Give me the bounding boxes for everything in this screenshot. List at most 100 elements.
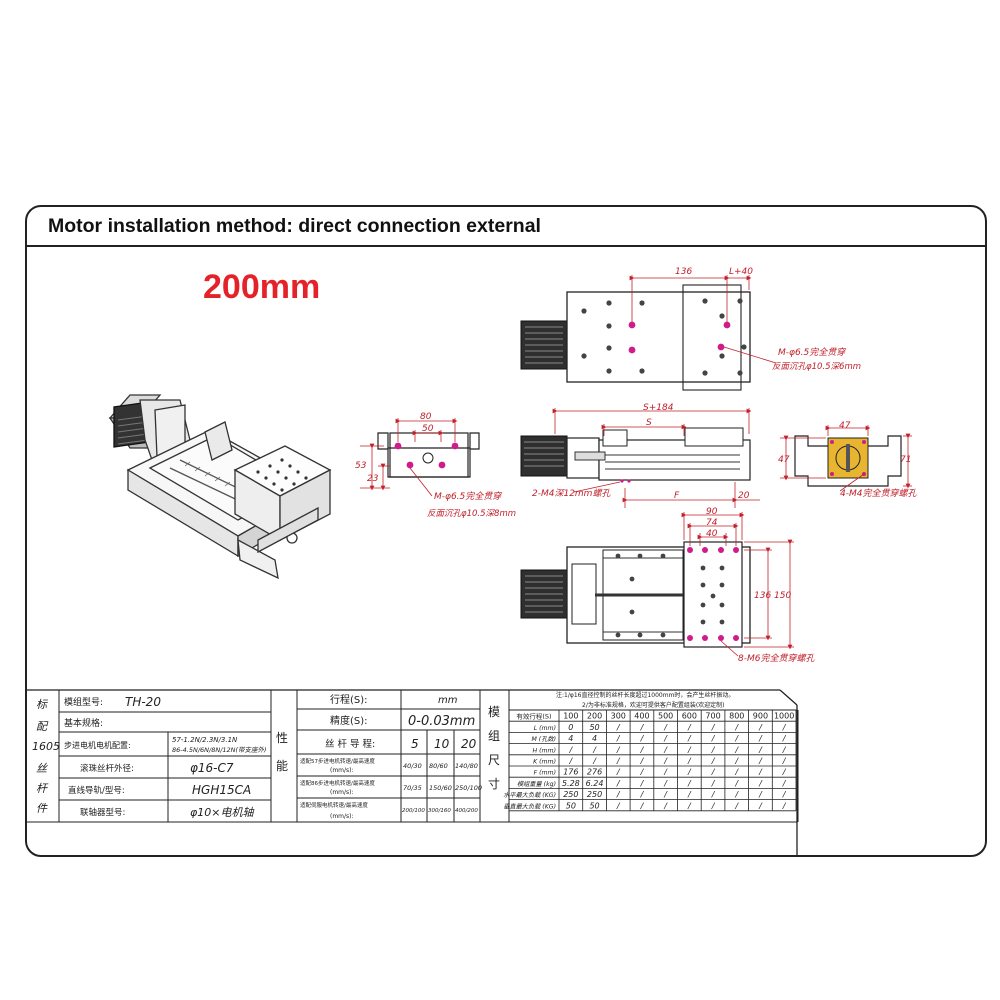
dimension-row-label: 模组重量 (kg) bbox=[517, 780, 556, 788]
dimension-cell: / bbox=[616, 745, 621, 754]
top-hole-note-2: 反面沉孔φ10.5深6mm bbox=[772, 361, 861, 372]
dimension-cell: / bbox=[734, 723, 739, 732]
top-hole-note-1: M-φ6.5完全贯穿 bbox=[778, 347, 846, 358]
svg-text:寸: 寸 bbox=[488, 777, 500, 791]
motor-side bbox=[520, 435, 568, 477]
dimension-cell: / bbox=[734, 790, 739, 799]
stroke-size-label: 200mm bbox=[203, 268, 321, 306]
dimension-cell: / bbox=[663, 790, 668, 799]
dimension-cell: / bbox=[568, 757, 573, 766]
svg-text:丝: 丝 bbox=[36, 762, 48, 775]
dimension-cell: / bbox=[687, 790, 692, 799]
performance-rows: 行程(S): mm 精度(S): 0-0.03mm 丝 杆 导 程: 5 10 … bbox=[300, 693, 482, 820]
slider-table-3d bbox=[233, 445, 332, 580]
dimension-cell: / bbox=[734, 801, 739, 810]
spec-value-motor-1: 57-1.2N/2.3N/3.1N bbox=[172, 736, 238, 744]
dimension-cell: / bbox=[711, 768, 716, 777]
dimension-cell: / bbox=[687, 745, 692, 754]
dimension-cell: / bbox=[734, 779, 739, 788]
dimension-row-label: L (mm) bbox=[534, 725, 556, 732]
svg-text:能: 能 bbox=[276, 759, 288, 773]
dimension-stroke-100: 100 bbox=[563, 712, 578, 721]
dim-150: 150 bbox=[774, 591, 791, 601]
dimension-cell: 4 bbox=[592, 734, 597, 743]
svg-text:1605: 1605 bbox=[32, 740, 60, 753]
dimension-stroke-900: 900 bbox=[753, 712, 768, 721]
dimension-stroke-400: 400 bbox=[634, 712, 649, 721]
dimension-row-label: H (mm) bbox=[532, 747, 556, 754]
spec-value-model: TH-20 bbox=[125, 695, 161, 709]
dimension-cell: / bbox=[640, 790, 645, 799]
dimension-cell: / bbox=[616, 790, 621, 799]
dimension-cell: / bbox=[758, 779, 763, 788]
perf-speed-57-v2: 80/60 bbox=[429, 762, 448, 770]
spec-label-motor: 步进电机电机配置: bbox=[64, 740, 131, 750]
dim-136-top: 136 bbox=[675, 267, 692, 277]
dimension-cell: / bbox=[640, 723, 645, 732]
dimension-cell: 6.24 bbox=[586, 779, 604, 788]
dimension-cell: 250 bbox=[563, 790, 578, 799]
dim-80: 80 bbox=[420, 412, 432, 422]
side-hole-note: 2-M4深12mm螺孔 bbox=[532, 488, 611, 499]
frame-title: Motor installation method: direct connec… bbox=[48, 215, 541, 237]
perf-speed-86-v1: 70/35 bbox=[403, 784, 422, 792]
perf-accuracy-value: 0-0.03mm bbox=[408, 714, 475, 729]
perf-lead-label: 丝 杆 导 程: bbox=[325, 738, 375, 750]
dimension-cell: / bbox=[640, 801, 645, 810]
frame-header: Motor installation method: direct connec… bbox=[27, 207, 985, 247]
dimension-cell: / bbox=[592, 757, 597, 766]
dimension-cell: / bbox=[640, 768, 645, 777]
dimension-cell: / bbox=[758, 768, 763, 777]
dimension-cell: / bbox=[687, 723, 692, 732]
dimension-cell: / bbox=[782, 801, 787, 810]
dimension-cell: / bbox=[616, 779, 621, 788]
dimension-stroke-700: 700 bbox=[705, 712, 720, 721]
dimension-row-label: K (mm) bbox=[533, 759, 556, 766]
dimension-cell: / bbox=[758, 734, 763, 743]
bottom-view: 90 74 40 136 150 8-M6完全贯穿螺孔 bbox=[520, 507, 815, 664]
dimension-cell: / bbox=[782, 734, 787, 743]
dimension-cell: / bbox=[782, 723, 787, 732]
dimension-cell: / bbox=[711, 745, 716, 754]
dimension-note-2: 2/为非标准规格，欢迎可提供客户配置组装(欢迎定制) bbox=[582, 701, 725, 709]
dimension-cell: 0 bbox=[568, 723, 573, 732]
dimension-cell: / bbox=[758, 801, 763, 810]
dim-40: 40 bbox=[706, 529, 718, 539]
svg-text:模: 模 bbox=[488, 705, 500, 719]
dimension-cell: / bbox=[663, 745, 668, 754]
spec-value-screw: φ16-C7 bbox=[190, 761, 234, 775]
end-view-right: 47 47 71 4-M4完全贯穿螺孔 bbox=[778, 421, 917, 499]
dimension-cell: / bbox=[616, 723, 621, 732]
dimension-cell: 176 bbox=[563, 768, 578, 777]
dimension-cell: / bbox=[640, 757, 645, 766]
dimension-cell: / bbox=[640, 734, 645, 743]
dim-90: 90 bbox=[706, 507, 718, 517]
dimension-cell: / bbox=[782, 779, 787, 788]
dimension-cell: / bbox=[734, 745, 739, 754]
dimension-cell: / bbox=[711, 801, 716, 810]
dim-l40-top: L+40 bbox=[729, 267, 753, 277]
dimension-cell: / bbox=[782, 757, 787, 766]
perf-speed-86-label1: 适配86步进电机转速/最高速度 bbox=[300, 779, 375, 787]
dimension-cell: 50 bbox=[589, 801, 599, 810]
perf-accuracy-label: 精度(S): bbox=[330, 714, 368, 727]
stepper-motor-3d bbox=[108, 394, 191, 481]
dimension-note-1: 注:1/φ16直径控制的丝杆长度超过1000mm时，会产生丝杆振动。 bbox=[556, 691, 734, 699]
dimension-cell: / bbox=[663, 734, 668, 743]
perf-speed-86-v2: 150/60 bbox=[429, 784, 452, 792]
top-base-plate bbox=[566, 291, 751, 383]
perf-speed-57-v3: 140/80 bbox=[455, 762, 478, 770]
perf-lead-10: 10 bbox=[434, 737, 450, 751]
dimension-cell: / bbox=[782, 768, 787, 777]
dim-71: 71 bbox=[900, 455, 911, 465]
spec-label-coupling: 联轴器型号: bbox=[80, 807, 125, 818]
perf-speed-57-label1: 适配57步进电机转速/最高速度 bbox=[300, 757, 375, 765]
perf-stroke-unit: mm bbox=[438, 695, 458, 706]
perf-lead-5: 5 bbox=[411, 737, 419, 751]
dim-50: 50 bbox=[422, 424, 434, 434]
dim-53: 53 bbox=[355, 461, 367, 471]
dim-47-height: 47 bbox=[778, 455, 790, 465]
dimension-cell: / bbox=[711, 757, 716, 766]
